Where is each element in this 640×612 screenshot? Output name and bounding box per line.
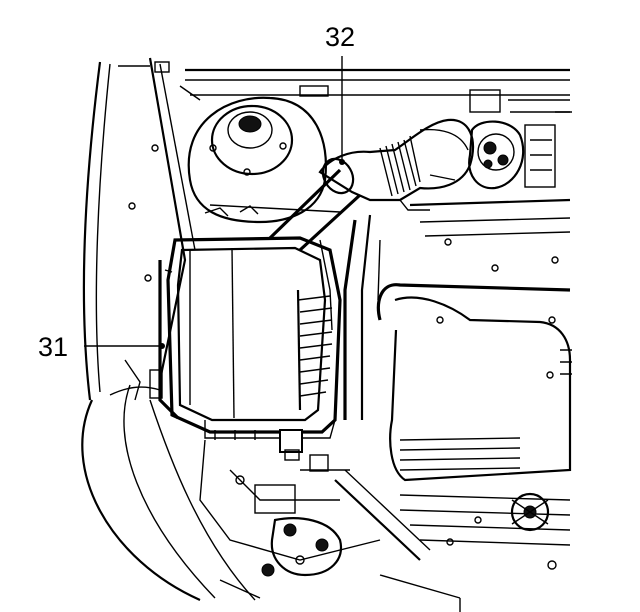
callout-32: 32 <box>325 22 355 165</box>
air-filter-housing <box>149 236 342 461</box>
engine-block <box>319 198 572 482</box>
callout-31-dot <box>159 343 165 349</box>
lower-components <box>199 439 571 612</box>
strut-tower <box>187 96 341 224</box>
intake-hose <box>268 118 475 252</box>
callout-32-dot <box>339 159 345 165</box>
left-fender <box>81 57 256 602</box>
cowl-panel <box>179 68 570 113</box>
callout-31-label: 31 <box>38 332 68 362</box>
callout-32-label: 32 <box>325 22 355 52</box>
throttle-body <box>468 111 572 190</box>
callout-31: 31 <box>38 332 165 362</box>
